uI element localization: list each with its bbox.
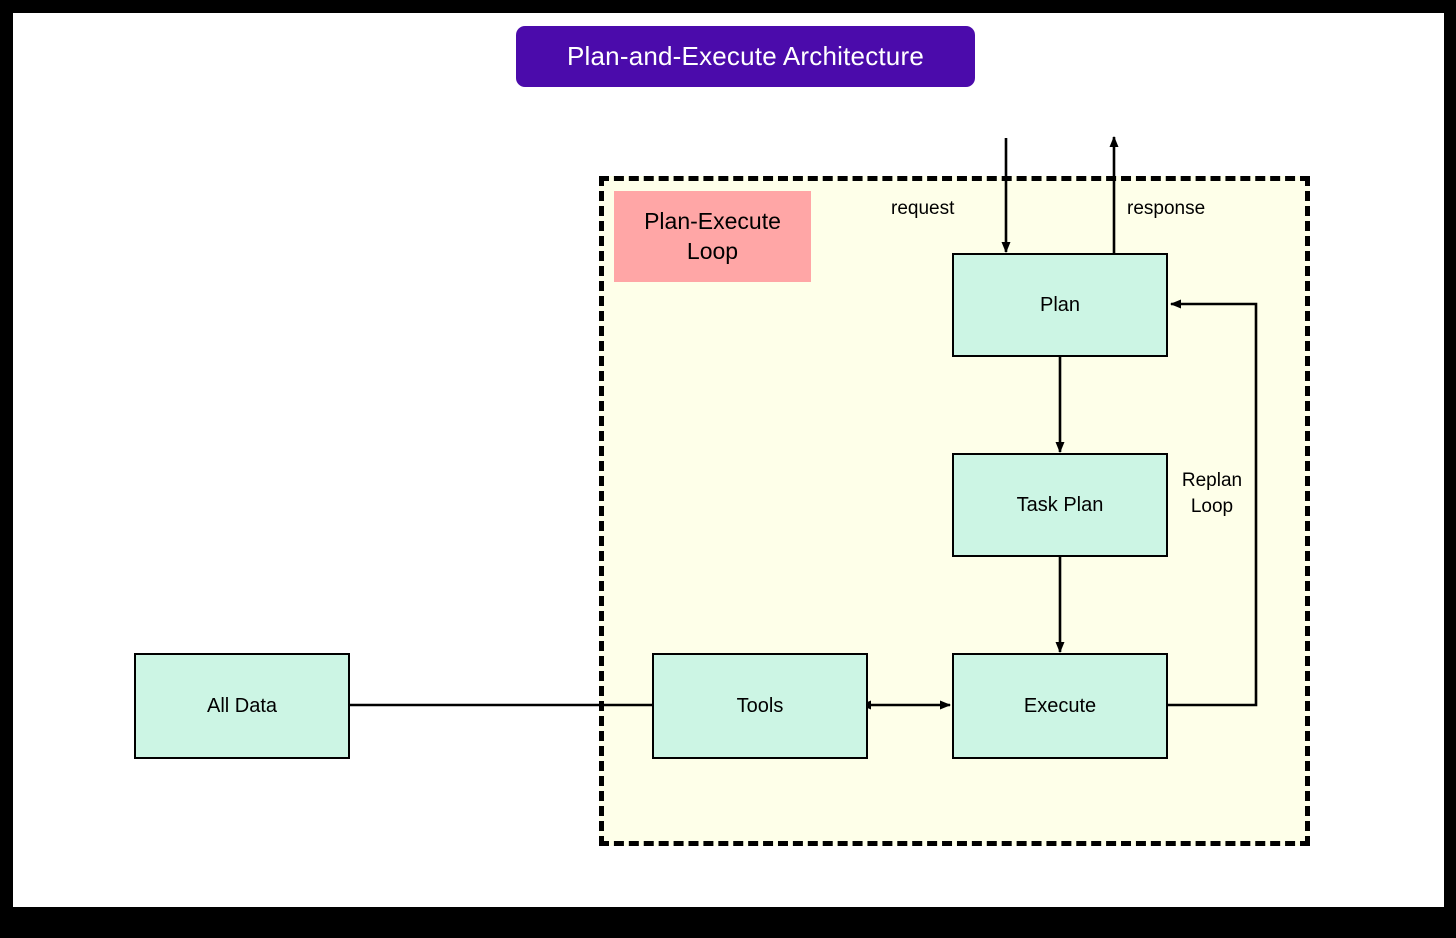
loop-legend-line2: Loop — [686, 237, 739, 264]
loop-legend-line1: Plan-Execute — [644, 208, 781, 235]
node-plan[interactable]: Plan — [952, 253, 1168, 357]
diagram-title-banner: Plan-and-Execute Architecture — [516, 26, 975, 87]
node-execute-label: Execute — [1023, 694, 1097, 717]
edge-label-replan-loop: Replan Loop — [1176, 468, 1248, 520]
node-all-data[interactable]: All Data — [134, 653, 350, 759]
plan-execute-loop-legend: Plan-Execute Loop — [614, 191, 811, 282]
edge-label-response: response — [1127, 198, 1206, 219]
diagram-page: Plan-and-Execute Architecture Plan-Execu… — [13, 13, 1444, 907]
edge-label-request: request — [891, 198, 955, 219]
replan-label-line1: Replan — [1181, 470, 1243, 491]
node-execute[interactable]: Execute — [952, 653, 1168, 759]
node-task-plan-label: Task Plan — [1016, 493, 1104, 516]
node-tools-label: Tools — [736, 694, 784, 717]
node-tools[interactable]: Tools — [652, 653, 868, 759]
page-title: Plan-and-Execute Architecture — [567, 41, 924, 71]
replan-label-line2: Loop — [1190, 496, 1234, 518]
node-task-plan[interactable]: Task Plan — [952, 453, 1168, 557]
node-plan-label: Plan — [1039, 293, 1081, 316]
node-all-data-label: All Data — [206, 694, 278, 717]
